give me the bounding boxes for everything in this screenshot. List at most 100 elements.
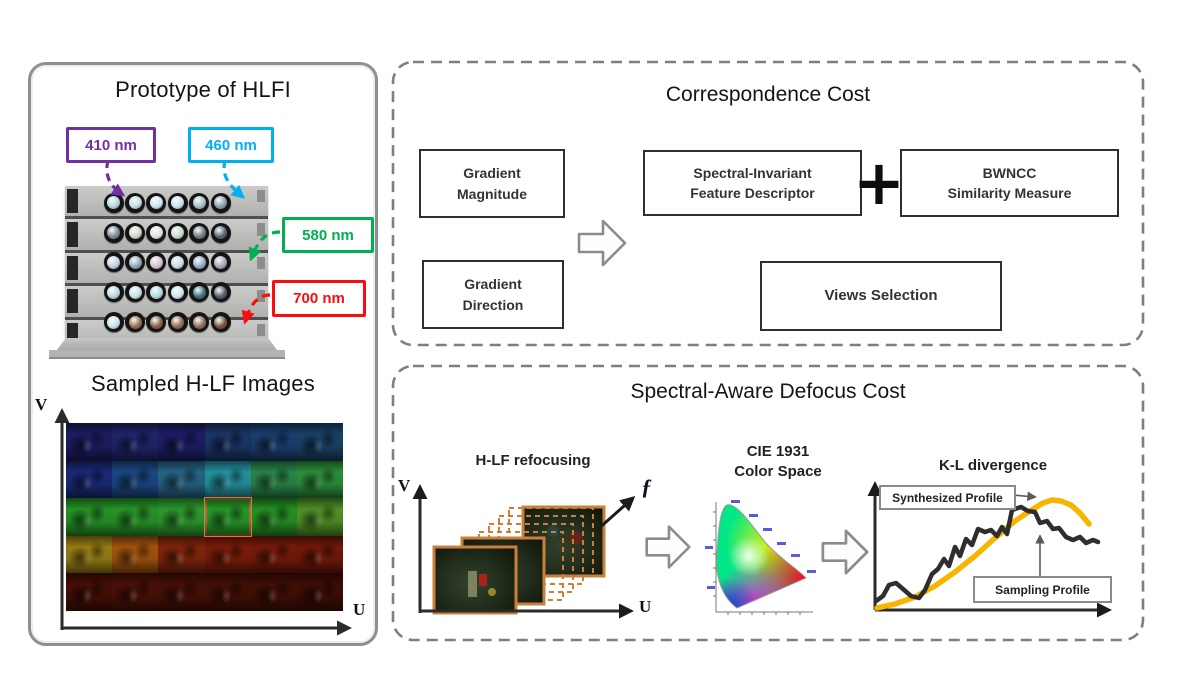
hlf-grid-cell bbox=[66, 460, 113, 499]
wavelength-label-580: 580 nm bbox=[282, 217, 374, 253]
arrow-410nm bbox=[105, 159, 126, 197]
prototype-overlay bbox=[54, 159, 352, 636]
camera-base-rail bbox=[49, 350, 285, 359]
camera-lens-row bbox=[103, 277, 233, 307]
sampling-profile-curve bbox=[873, 504, 1101, 604]
views-selection-box: Views Selection bbox=[760, 261, 1002, 331]
hlf-grid-cell bbox=[158, 423, 205, 461]
hlf-grid-cell bbox=[250, 498, 298, 536]
hlf-grid-cell bbox=[158, 498, 205, 536]
wavelength-label-460: 460 nm bbox=[188, 127, 274, 163]
camera-lens-icon bbox=[146, 192, 167, 213]
hlf-grid-cell bbox=[158, 460, 205, 499]
wavelength-label-700-text: 700 nm bbox=[293, 290, 345, 307]
views-selection-label: Views Selection bbox=[824, 287, 938, 305]
camera-base-plate bbox=[57, 338, 277, 350]
wavelength-label-410-text: 410 nm bbox=[85, 136, 137, 154]
correspondence-panel: Correspondence Cost Gradient Magnitude G… bbox=[391, 60, 1145, 347]
hlf-grid-cell bbox=[158, 535, 205, 574]
kl-divergence-title: K-L divergence bbox=[938, 457, 1048, 474]
wavelength-label-700: 700 nm bbox=[272, 280, 366, 317]
hlf-grid-cell bbox=[66, 535, 113, 574]
camera-shelf bbox=[65, 252, 268, 287]
gradient-magnitude-label: Gradient Magnitude bbox=[457, 165, 527, 202]
v-axis-label: V bbox=[398, 476, 411, 495]
bwncc-label: BWNCC Similarity Measure bbox=[947, 164, 1072, 201]
flow-arrow-icon bbox=[645, 525, 691, 569]
feature-descriptor-box: Spectral-Invariant Feature Descriptor bbox=[643, 150, 862, 216]
hlf-grid-cell bbox=[66, 498, 113, 536]
camera-lens-row bbox=[103, 218, 233, 248]
sampled-images-title: Sampled H-LF Images bbox=[91, 371, 315, 396]
camera-lens-icon bbox=[210, 282, 231, 303]
camera-lens-icon bbox=[189, 252, 210, 273]
hlf-grid-cell bbox=[204, 423, 251, 461]
prototype-panel: Prototype of HLFI 410 nm 460 nm 580 nm 7… bbox=[28, 62, 378, 646]
hlf-grid-cell bbox=[204, 535, 251, 574]
kl-divergence-plot: Synthesized Profile Sampling Profile bbox=[865, 476, 1119, 622]
cie-wavelength-marks bbox=[705, 500, 816, 589]
wavelength-label-410: 410 nm bbox=[66, 127, 156, 163]
camera-lens-icon bbox=[125, 252, 146, 273]
hlf-grid-cell bbox=[66, 573, 113, 611]
camera-lens-icon bbox=[167, 312, 188, 333]
camera-lens-icon bbox=[189, 312, 210, 333]
camera-lens-icon bbox=[167, 252, 188, 273]
flow-arrow-icon bbox=[577, 219, 627, 267]
camera-lens-icon bbox=[146, 312, 167, 333]
hlf-grid-cell bbox=[204, 573, 251, 611]
plus-icon: + bbox=[853, 145, 905, 219]
camera-lens-icon bbox=[125, 222, 146, 243]
hlf-grid-cell bbox=[66, 423, 113, 461]
v-axis-label: V bbox=[35, 395, 48, 414]
camera-lens-icon bbox=[125, 192, 146, 213]
hlf-grid-cell bbox=[112, 423, 159, 461]
gradient-direction-box: Gradient Direction bbox=[422, 260, 564, 329]
camera-shelf bbox=[65, 286, 268, 320]
camera-lens-icon bbox=[167, 222, 188, 243]
hlf-grid-cell bbox=[296, 460, 344, 499]
refocusing-diagram bbox=[412, 484, 636, 619]
hlf-grid-cell bbox=[250, 460, 298, 499]
hlf-grid-cell bbox=[204, 460, 251, 499]
camera-lens-icon bbox=[210, 222, 231, 243]
hlf-grid-cell bbox=[158, 573, 205, 611]
camera-lens-icon bbox=[103, 282, 124, 303]
wavelength-label-580-text: 580 nm bbox=[302, 226, 354, 244]
hlf-grid-cell bbox=[296, 498, 344, 536]
hlf-grid-cell bbox=[296, 535, 344, 574]
camera-lens-icon bbox=[189, 222, 210, 243]
defocus-title: Spectral-Aware Defocus Cost bbox=[630, 380, 906, 403]
hlf-grid-cell bbox=[250, 423, 298, 461]
u-axis-label: U bbox=[639, 597, 652, 616]
focal-parameter-label: ƒ bbox=[641, 474, 652, 499]
arrow-460nm bbox=[222, 159, 246, 199]
camera-lens-icon bbox=[103, 312, 124, 333]
flow-arrow-icon bbox=[821, 529, 869, 575]
kl-plot-canvas bbox=[867, 481, 1112, 618]
synthesized-profile-label: Synthesized Profile bbox=[879, 485, 1016, 510]
cie-1931-diagram bbox=[705, 500, 816, 615]
gradient-magnitude-box: Gradient Magnitude bbox=[419, 149, 565, 218]
defocus-panel: Spectral-Aware Defocus Cost H-LF refocus… bbox=[391, 364, 1145, 642]
camera-lens-icon bbox=[103, 192, 124, 213]
correspondence-title: Correspondence Cost bbox=[665, 83, 871, 106]
camera-lens-icon bbox=[167, 192, 188, 213]
camera-lens-row bbox=[103, 248, 233, 278]
camera-lens-icon bbox=[167, 282, 188, 303]
prototype-title: Prototype of HLFI bbox=[115, 77, 291, 102]
hlf-grid-cell bbox=[112, 498, 159, 536]
camera-lens-icon bbox=[125, 282, 146, 303]
feature-descriptor-label: Spectral-Invariant Feature Descriptor bbox=[690, 164, 815, 201]
camera-lens-icon bbox=[189, 192, 210, 213]
gradient-direction-label: Gradient Direction bbox=[462, 276, 524, 313]
camera-lens-icon bbox=[103, 252, 124, 273]
hlf-grid-cell bbox=[250, 535, 298, 574]
arrow-580nm bbox=[248, 230, 281, 262]
arrow-700nm bbox=[241, 293, 271, 325]
camera-lens-icon bbox=[103, 222, 124, 243]
hlf-grid-cell bbox=[203, 497, 252, 537]
hlf-grid-cell bbox=[250, 573, 298, 611]
camera-lens-icon bbox=[210, 312, 231, 333]
